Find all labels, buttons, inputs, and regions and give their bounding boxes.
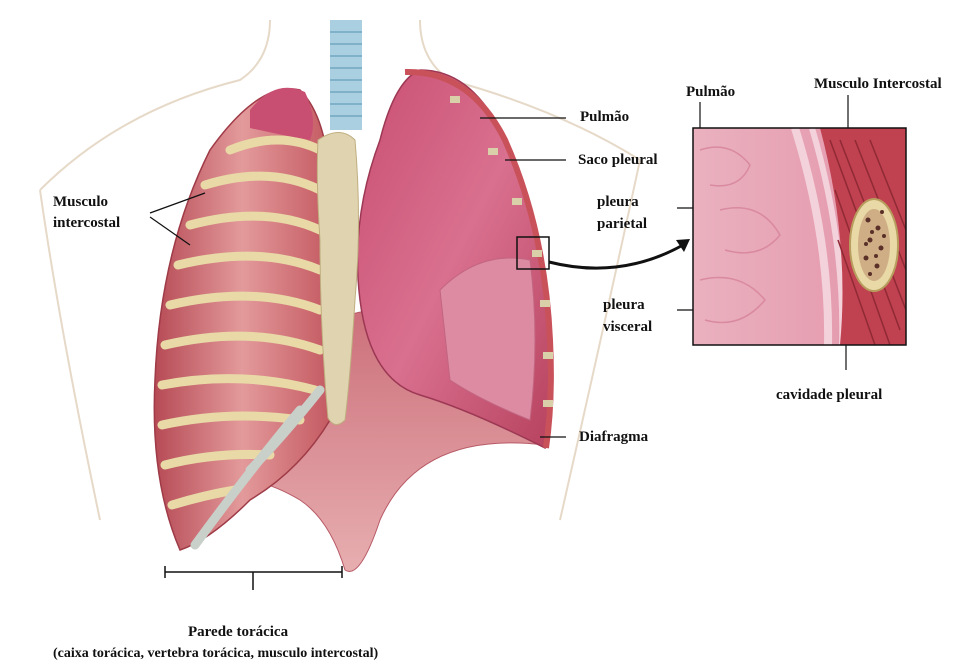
trachea <box>330 20 362 130</box>
inset-panel <box>693 128 906 345</box>
label-inset-musculo-intercostal: Musculo Intercostal <box>814 75 942 93</box>
label-parede-toracica-sub: (caixa torácica, vertebra torácica, musc… <box>53 645 378 663</box>
label-pleura-parietal-line1: pleura <box>597 193 639 211</box>
label-inset-pulmao: Pulmão <box>686 83 735 101</box>
label-musculo-intercostal-line1: Musculo <box>53 193 108 211</box>
label-musculo-intercostal-line2: intercostal <box>53 214 120 232</box>
label-pleura-parietal-line2: parietal <box>597 215 647 233</box>
label-pleura-visceral-line2: visceral <box>603 318 652 336</box>
chest-wall-bracket <box>165 566 342 590</box>
label-pleura-visceral-line1: pleura <box>603 296 645 314</box>
label-saco-pleural: Saco pleural <box>578 151 658 169</box>
zoom-arrow-head <box>676 239 690 252</box>
label-pulmao: Pulmão <box>580 108 629 126</box>
label-diafragma: Diafragma <box>579 428 648 446</box>
zoom-arrow <box>549 245 683 268</box>
label-cavidade-pleural: cavidade pleural <box>776 386 882 404</box>
label-parede-toracica: Parede torácica <box>188 623 288 641</box>
